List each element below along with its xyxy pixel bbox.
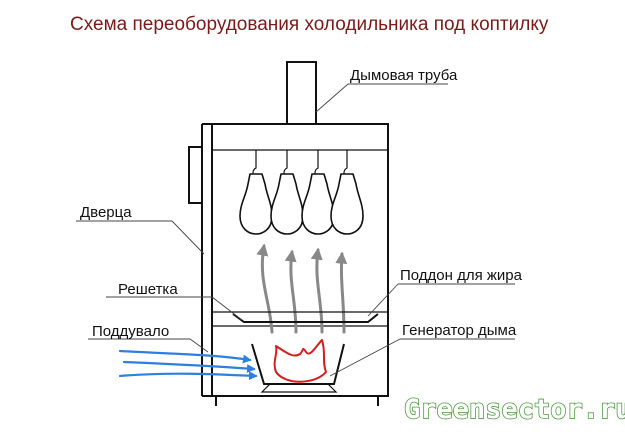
meat-on-hooks — [239, 150, 364, 235]
meat-piece — [270, 150, 304, 235]
leader-lines — [76, 83, 515, 377]
smoke-generator — [251, 339, 345, 393]
fat-tray — [232, 313, 379, 323]
label-fat-tray: Поддон для жира — [400, 267, 523, 284]
meat-piece — [301, 150, 335, 235]
diagram-title: Схема переоборудования холодильника под … — [70, 14, 549, 35]
label-smoke-generator: Генератор дыма — [402, 322, 517, 339]
air-inlet-arrows — [118, 349, 258, 381]
label-door: Дверца — [80, 204, 132, 221]
fridge-body — [188, 123, 389, 406]
smoke-arrows — [256, 243, 348, 334]
chimney-pipe — [286, 61, 317, 125]
label-air-inlet: Поддувало — [92, 323, 169, 340]
flame — [273, 339, 327, 383]
door-handle — [188, 146, 203, 204]
label-chimney: Дымовая труба — [350, 67, 458, 84]
label-grate: Решетка — [118, 281, 178, 298]
meat-piece — [239, 150, 273, 235]
meat-piece — [330, 150, 364, 235]
site-watermark: Greensector.ru — [404, 394, 625, 425]
